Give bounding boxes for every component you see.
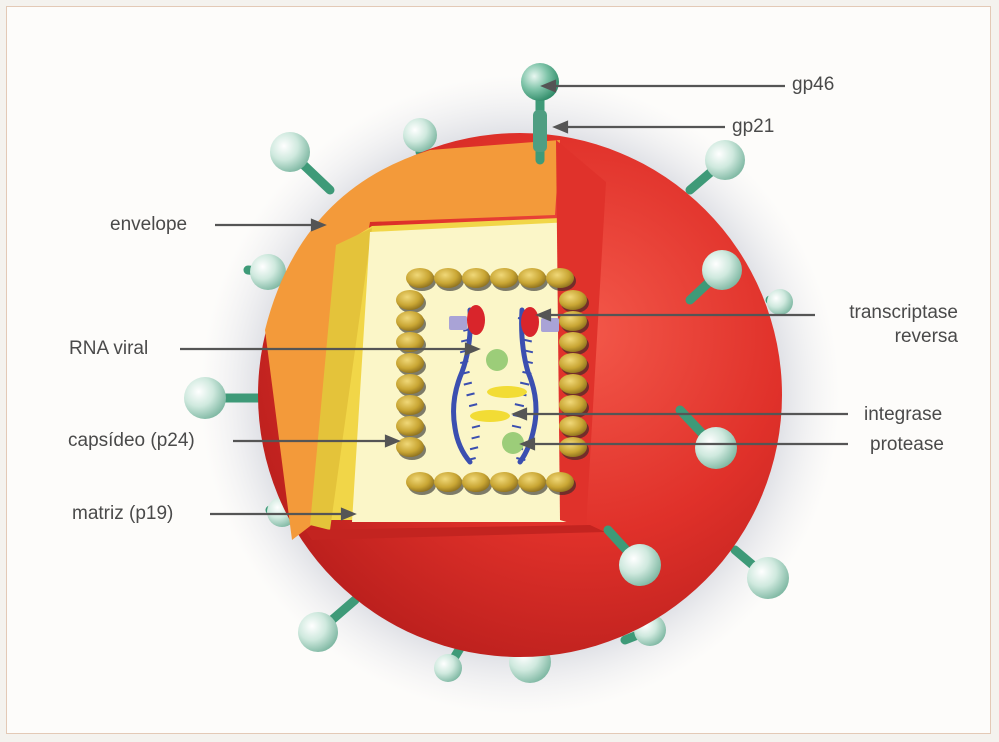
- capsid-bead: [396, 290, 424, 310]
- reverse-transcriptase-left: [467, 305, 485, 335]
- capsid-bead: [396, 437, 424, 457]
- capsid-bead: [396, 311, 424, 331]
- label-transcriptase-line2: reversa: [820, 326, 958, 348]
- capsid-bead: [434, 268, 462, 288]
- capsid-bead: [462, 472, 490, 492]
- capsid-bead: [518, 268, 546, 288]
- capsid-bead: [406, 472, 434, 492]
- label-gp46: gp46: [792, 74, 834, 96]
- label-gp21: gp21: [732, 116, 774, 138]
- integrase-top: [487, 386, 527, 398]
- capsid-bead: [396, 395, 424, 415]
- capsid-bead: [559, 437, 587, 457]
- label-integrase: integrase: [864, 404, 942, 426]
- label-matriz: matriz (p19): [72, 503, 173, 525]
- capsid-bead: [559, 290, 587, 310]
- capsid-bead: [546, 268, 574, 288]
- reverse-transcriptase-lilac-left: [449, 316, 467, 330]
- gp21-stem: [533, 110, 547, 152]
- spike-11: [767, 289, 793, 315]
- capsid-bead: [518, 472, 546, 492]
- capsid-bead: [559, 374, 587, 394]
- label-envelope: envelope: [110, 214, 187, 236]
- capsid-bead: [546, 472, 574, 492]
- capsid-bead: [490, 268, 518, 288]
- spike-2: [403, 118, 437, 152]
- reverse-transcriptase-right: [521, 307, 539, 337]
- capsid-bead: [559, 353, 587, 373]
- protease-bottom: [502, 432, 524, 454]
- label-protease: protease: [870, 434, 944, 456]
- label-rna-viral: RNA viral: [69, 338, 148, 360]
- label-capsideo: capsídeo (p24): [68, 430, 195, 452]
- capsid-bead: [559, 332, 587, 352]
- capsid-bead: [406, 268, 434, 288]
- label-transcriptase-line1: transcriptase: [820, 302, 958, 324]
- capsid-bead: [396, 374, 424, 394]
- capsid-bead: [559, 395, 587, 415]
- capsid-bead: [434, 472, 462, 492]
- capsid-bead: [559, 416, 587, 436]
- capsid-bead: [396, 353, 424, 373]
- capsid-bead: [490, 472, 518, 492]
- capsid-bead: [462, 268, 490, 288]
- label-transcriptase: transcriptase reversa: [820, 302, 958, 348]
- integrase-bottom: [470, 410, 510, 422]
- protease-top: [486, 349, 508, 371]
- capsid-bead: [396, 416, 424, 436]
